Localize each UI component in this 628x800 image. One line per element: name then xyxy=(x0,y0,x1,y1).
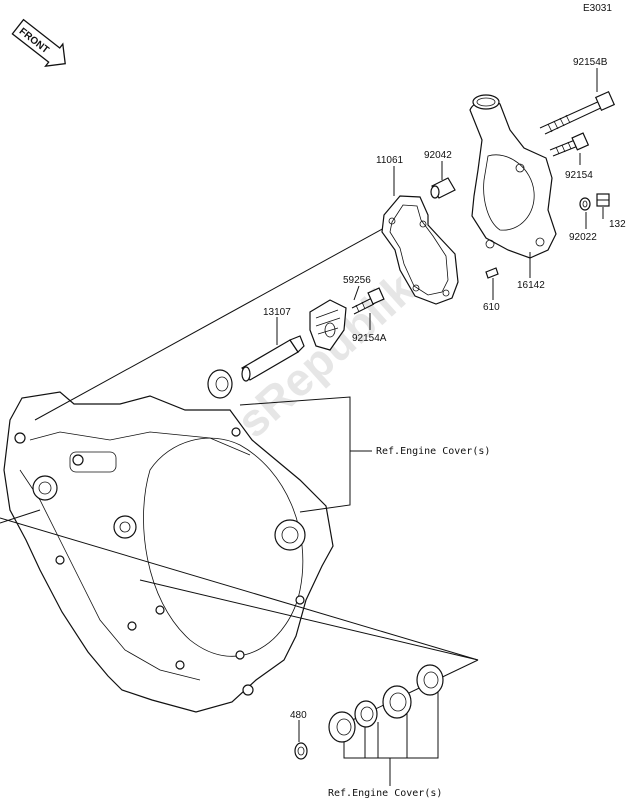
front-arrow-icon: FRONT xyxy=(11,18,66,67)
callout-92022: 92022 xyxy=(569,232,597,243)
callout-132: 132 xyxy=(609,219,626,230)
callout-16142: 16142 xyxy=(517,280,545,291)
bolt-92154 xyxy=(549,132,590,157)
callout-ticks xyxy=(276,68,604,345)
bolt-92154a xyxy=(351,287,385,315)
callout-59256: 59256 xyxy=(343,275,371,286)
seal-lower-1 xyxy=(328,711,356,743)
dowel-92042 xyxy=(430,177,456,199)
bolt-132 xyxy=(596,193,610,207)
seal-lower-2 xyxy=(354,700,378,728)
leader-lines xyxy=(0,221,479,786)
callout-610: 610 xyxy=(483,302,500,313)
callout-13107: 13107 xyxy=(263,307,291,318)
shaft-13107 xyxy=(241,335,305,382)
circlip-480 xyxy=(294,742,308,760)
diagram-code: E3031 xyxy=(583,3,612,14)
bolt-92154b xyxy=(539,90,616,135)
engine-cover xyxy=(3,391,334,713)
seal-lower-3 xyxy=(416,664,444,696)
callout-92042: 92042 xyxy=(424,150,452,161)
impeller-59256 xyxy=(309,299,347,351)
gasket-11061 xyxy=(381,195,459,305)
bearing-lower xyxy=(382,685,412,719)
callout-480: 480 xyxy=(290,710,307,721)
callout-92154b: 92154B xyxy=(573,57,608,68)
washer-92022 xyxy=(579,197,591,211)
callout-92154a: 92154A xyxy=(352,333,387,344)
callout-92154: 92154 xyxy=(565,170,593,181)
pump-cover-16142 xyxy=(469,94,557,259)
ref-engine-cover-upper: Ref.Engine Cover(s) xyxy=(376,446,490,457)
pin-610 xyxy=(485,267,499,279)
callout-11061: 11061 xyxy=(376,155,404,166)
ref-engine-cover-lower: Ref.Engine Cover(s) xyxy=(328,788,442,799)
oil-seal-upper xyxy=(207,369,233,399)
